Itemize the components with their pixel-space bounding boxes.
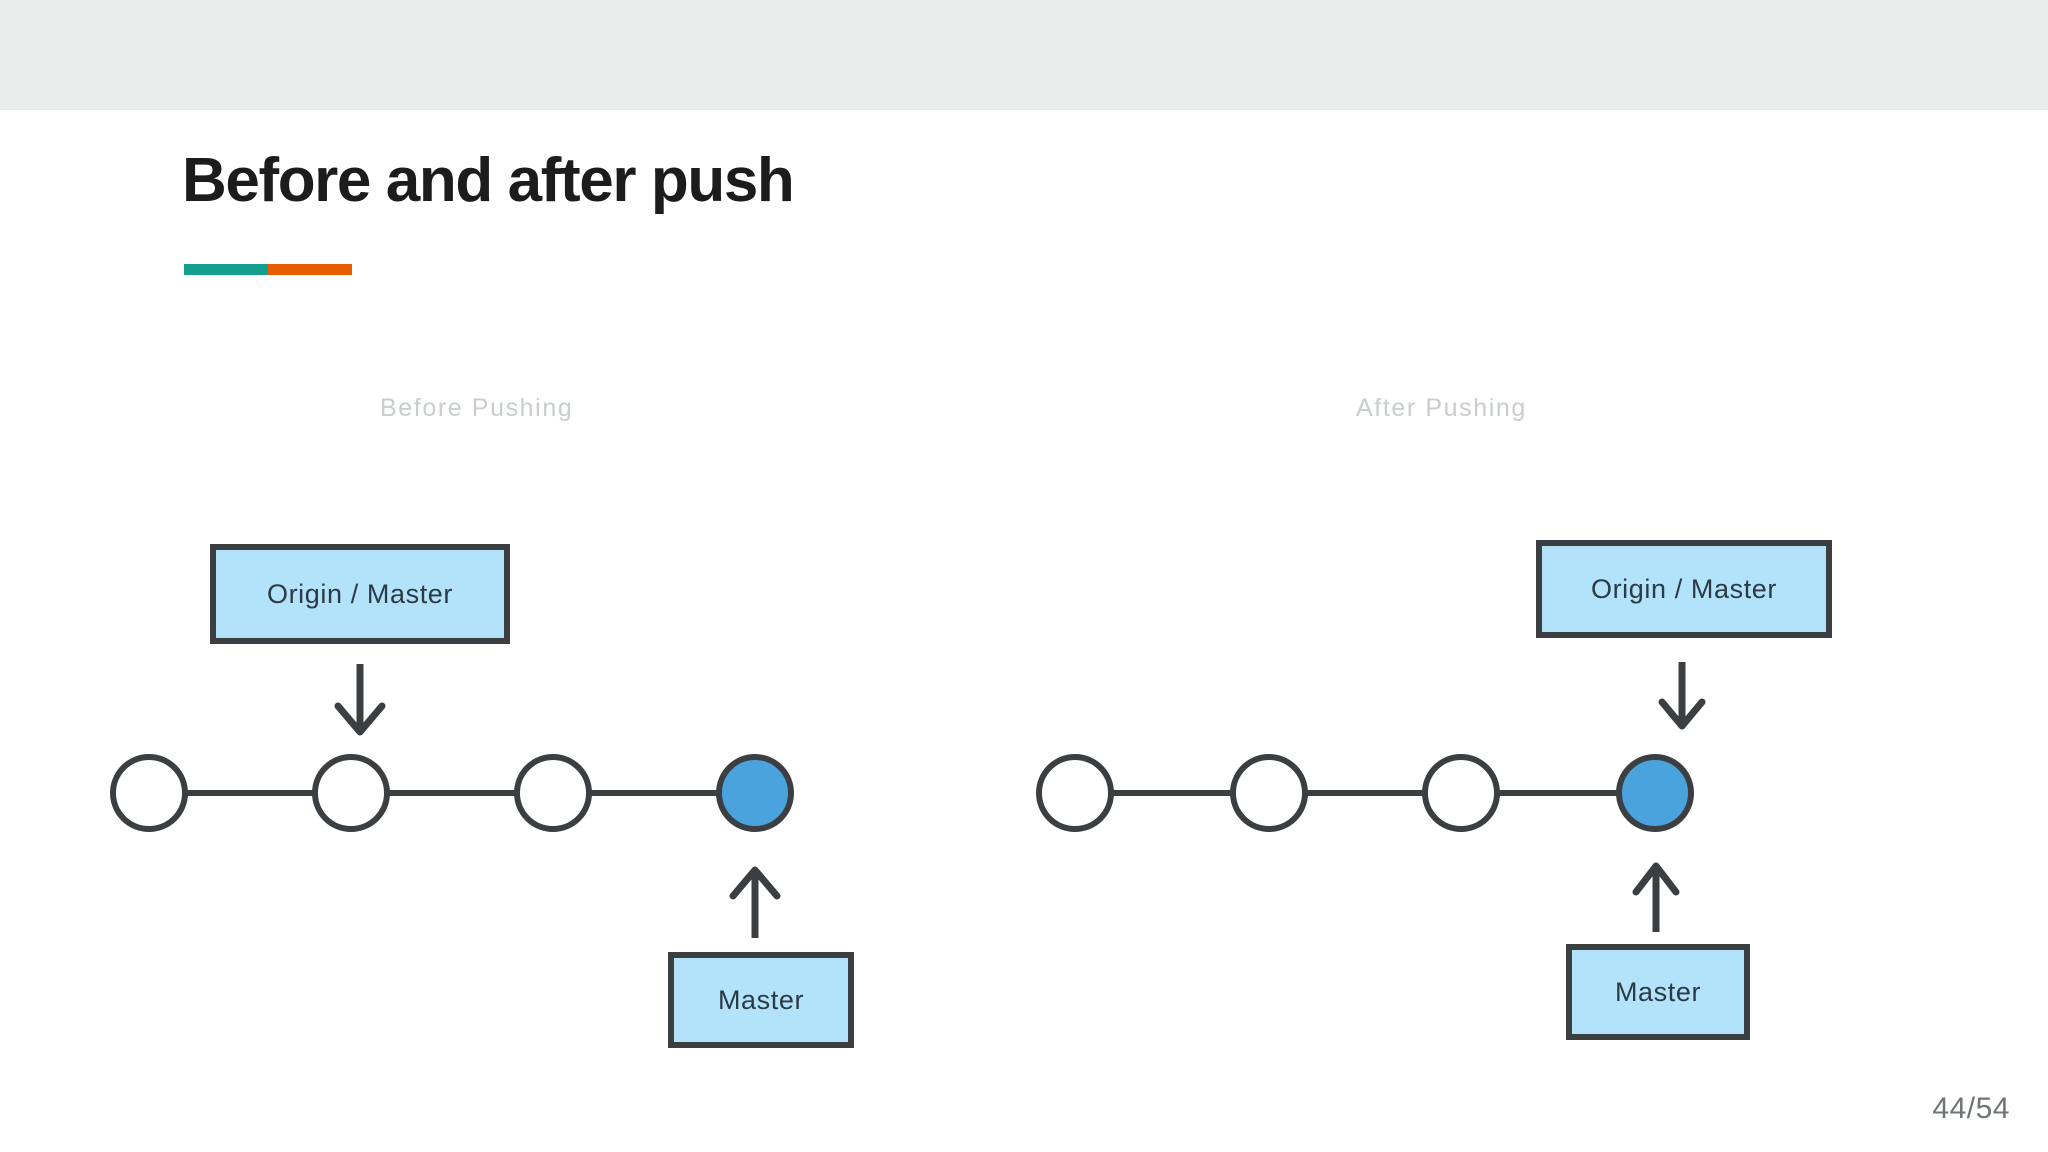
- commit-edge-2-3: [1298, 790, 1434, 796]
- page-number: 44/54: [1932, 1092, 2010, 1125]
- accent-segment-teal: [184, 264, 268, 275]
- commit-edge-1-2: [1104, 790, 1244, 796]
- arrow-down-icon-after: [1656, 660, 1708, 734]
- arrow-down-icon-before: [332, 662, 388, 740]
- commit-edge-2-3: [380, 790, 540, 796]
- commit-node-1[interactable]: [1036, 754, 1114, 832]
- commit-graph-before: [110, 754, 794, 864]
- commit-node-4[interactable]: [716, 754, 794, 832]
- panel-caption-before: Before Pushing: [380, 394, 574, 422]
- commit-node-3[interactable]: [514, 754, 592, 832]
- arrow-up-icon-before: [727, 862, 783, 940]
- title-accent-bar: [184, 264, 352, 275]
- commit-node-3[interactable]: [1422, 754, 1500, 832]
- accent-segment-orange: [268, 264, 352, 275]
- commit-edge-3-4: [582, 790, 742, 796]
- commit-edge-1-2: [178, 790, 336, 796]
- origin-master-box-label: Origin / Master: [266, 578, 454, 609]
- origin-master-box-before[interactable]: Origin / Master: [210, 544, 510, 644]
- commit-edge-3-4: [1486, 790, 1630, 796]
- origin-master-box-label: Origin / Master: [1590, 573, 1778, 604]
- diagram-after-pushing: After Pushing Origin / Master: [1036, 372, 1936, 1092]
- commit-node-1[interactable]: [110, 754, 188, 832]
- slide-header-band: [0, 0, 2048, 110]
- master-box-label: Master: [1614, 976, 1702, 1007]
- origin-master-box-after[interactable]: Origin / Master: [1536, 540, 1832, 638]
- arrow-up-icon-after: [1630, 860, 1682, 934]
- page-title: Before and after push: [182, 146, 795, 215]
- commit-node-2[interactable]: [1230, 754, 1308, 832]
- master-box-after[interactable]: Master: [1566, 944, 1750, 1040]
- commit-node-2[interactable]: [312, 754, 390, 832]
- panel-caption-after: After Pushing: [1356, 394, 1527, 422]
- commit-node-4[interactable]: [1616, 754, 1694, 832]
- commit-graph-after: [1036, 754, 1694, 864]
- master-box-before[interactable]: Master: [668, 952, 854, 1048]
- master-box-label: Master: [717, 984, 805, 1015]
- diagram-before-pushing: Before Pushing Origin / Master: [110, 372, 1010, 1092]
